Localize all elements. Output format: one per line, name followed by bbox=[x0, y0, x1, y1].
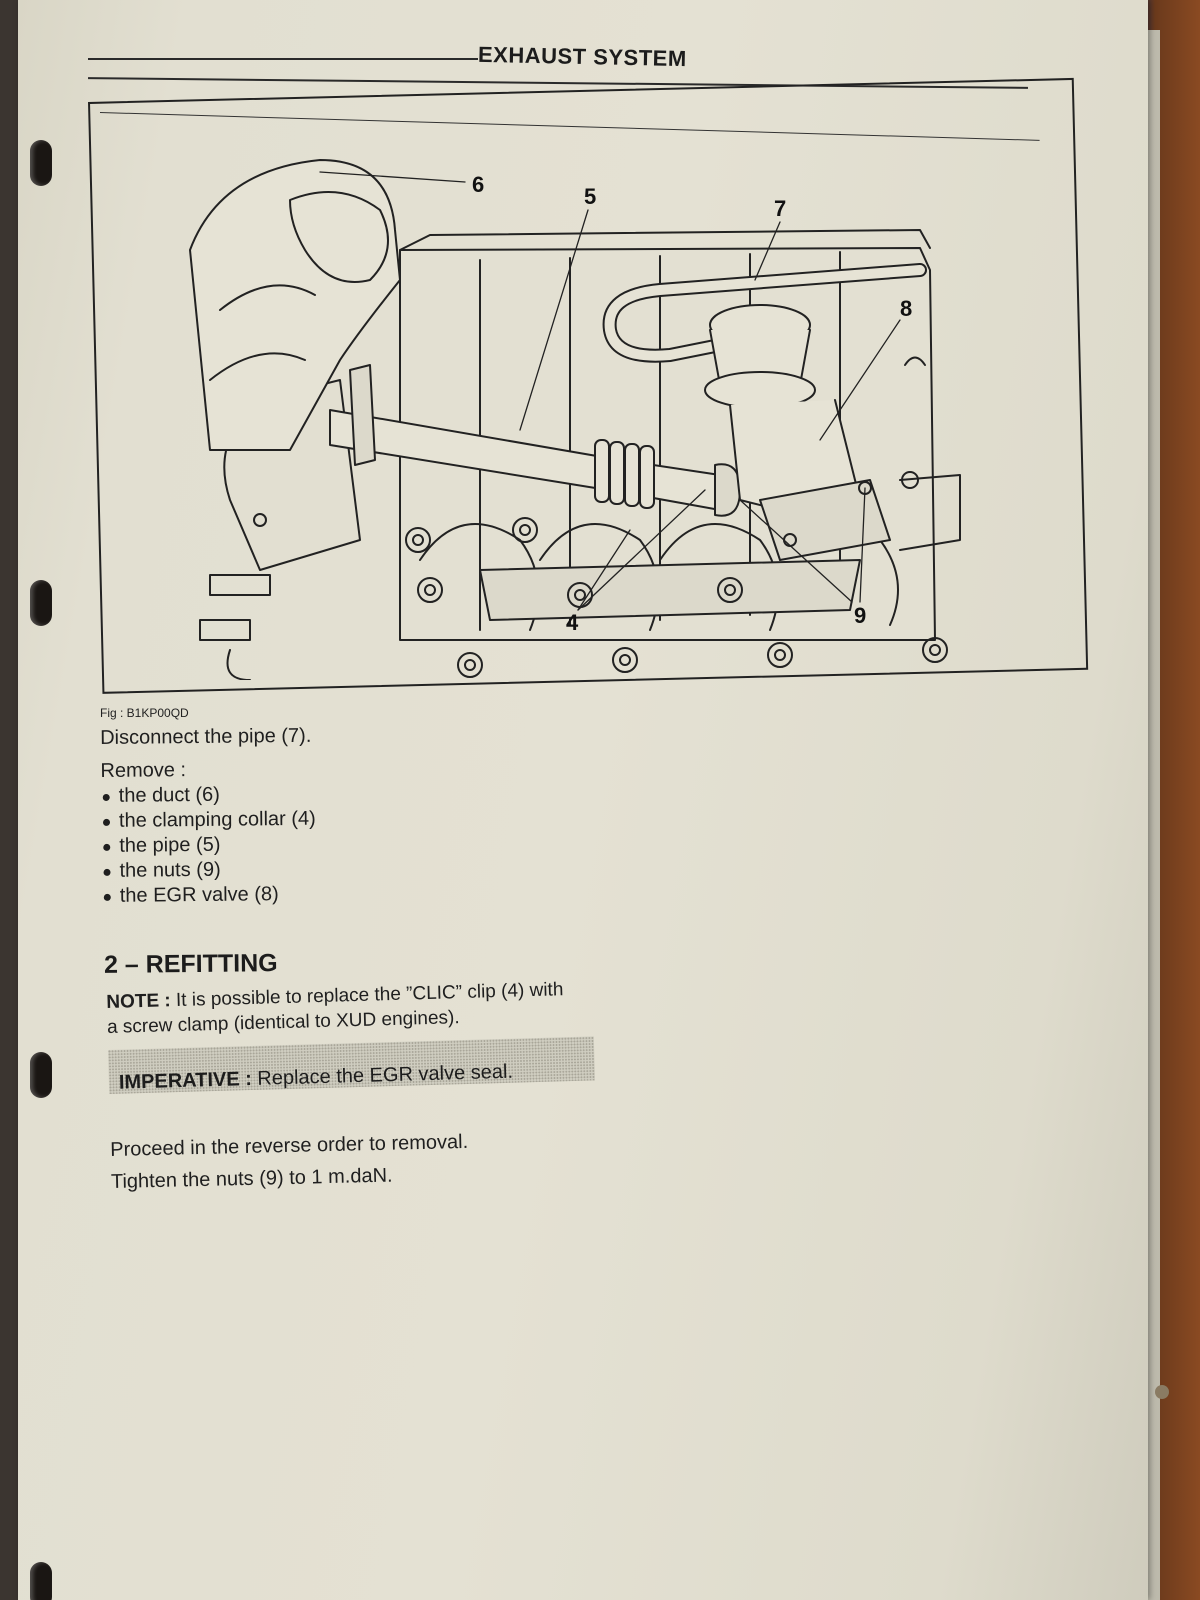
bullet-icon bbox=[102, 793, 110, 801]
list-item: the clamping collar (4) bbox=[101, 807, 316, 834]
heat-shield bbox=[479, 559, 861, 621]
removal-intro: Disconnect the pipe (7). bbox=[100, 724, 312, 749]
callout-9: 9 bbox=[854, 603, 866, 628]
punch-hole bbox=[30, 1052, 52, 1098]
duct-lip bbox=[289, 191, 389, 283]
page-title: EXHAUST SYSTEM bbox=[477, 41, 687, 72]
duct-ridge bbox=[219, 284, 316, 311]
list-item: the duct (6) bbox=[101, 782, 316, 809]
right-hook bbox=[904, 356, 926, 366]
list-item: the pipe (5) bbox=[101, 832, 316, 859]
refitting-instructions: Proceed in the reverse order to removal.… bbox=[110, 1130, 469, 1202]
bullet-icon bbox=[103, 893, 111, 901]
paper-speck bbox=[1155, 1385, 1169, 1399]
engine-illustration: 6 5 7 8 9 4 bbox=[189, 159, 961, 680]
section-heading-refitting: 2 – REFITTING bbox=[103, 949, 278, 979]
callout-7: 7 bbox=[774, 196, 786, 221]
callout-6: 6 bbox=[472, 172, 484, 197]
instruction-torque: Tighten the nuts (9) to 1 m.daN. bbox=[110, 1164, 393, 1193]
housing-bolt bbox=[253, 513, 267, 527]
remove-label: Remove : bbox=[100, 759, 187, 782]
egr-pipe-short-fill bbox=[604, 265, 925, 361]
list-item: the nuts (9) bbox=[101, 857, 316, 884]
engine-block-top bbox=[399, 229, 931, 251]
leader-line-6 bbox=[319, 171, 466, 183]
list-item: the EGR valve (8) bbox=[102, 882, 317, 909]
bullet-icon bbox=[103, 843, 111, 851]
imperative-label: IMPERATIVE : bbox=[118, 1067, 253, 1094]
leader-line-8 bbox=[819, 319, 901, 441]
housing-stud bbox=[226, 649, 251, 680]
leader-line-4b bbox=[577, 529, 631, 611]
leader-line-4a bbox=[577, 489, 706, 611]
housing-stud bbox=[199, 619, 251, 641]
removal-list: the duct (6) the clamping collar (4) the… bbox=[101, 782, 317, 909]
header-rule-left bbox=[88, 58, 478, 60]
manifold-nuts bbox=[405, 517, 948, 678]
right-stud bbox=[901, 471, 919, 489]
callout-8: 8 bbox=[900, 296, 912, 321]
leader-line-5 bbox=[519, 209, 589, 431]
right-bracket bbox=[899, 474, 961, 551]
bellows bbox=[594, 439, 655, 509]
bullet-icon bbox=[102, 818, 111, 826]
duct-ridge bbox=[209, 352, 306, 381]
leader-line-7 bbox=[754, 221, 781, 281]
housing-stud bbox=[209, 574, 271, 596]
leader-line-9b bbox=[859, 487, 866, 603]
punch-hole bbox=[30, 580, 52, 626]
egr-valve-flange bbox=[759, 479, 891, 561]
callout-5: 5 bbox=[584, 184, 596, 209]
bullet-icon bbox=[103, 868, 111, 876]
removal-section: Disconnect the pipe (7). Remove : the du… bbox=[100, 724, 317, 909]
pipe-flange bbox=[349, 364, 376, 466]
note-label: NOTE : bbox=[106, 990, 172, 1013]
callout-4: 4 bbox=[566, 610, 579, 635]
punch-hole bbox=[30, 140, 52, 186]
punch-hole bbox=[30, 1562, 52, 1600]
leader-line-9a bbox=[739, 499, 853, 603]
figure-reference: Fig : B1KP00QD bbox=[100, 706, 189, 720]
duct bbox=[189, 159, 401, 451]
